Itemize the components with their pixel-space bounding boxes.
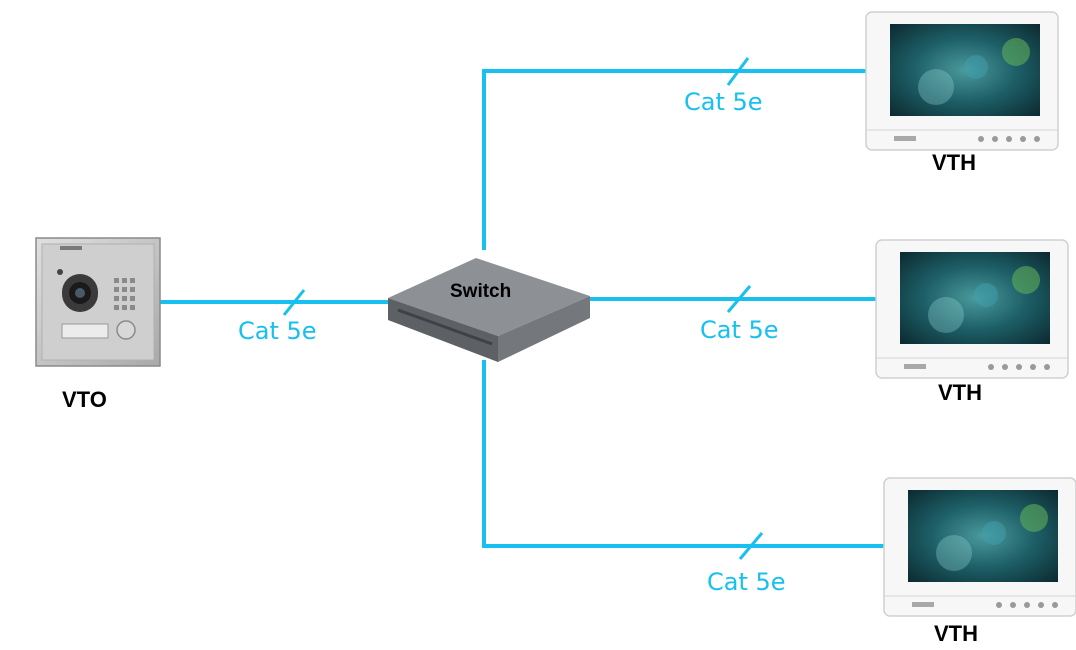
vth-label-top: VTH [932, 150, 976, 175]
indoor-monitor-icon [883, 477, 1076, 617]
cable-slash [726, 57, 750, 86]
cable-slash-marks [282, 57, 764, 560]
network-switch-icon [388, 258, 590, 362]
switch-label: Switch [450, 281, 511, 302]
vto-label: VTO [62, 387, 107, 412]
vth-label-middle: VTH [938, 380, 982, 405]
cable-label-vth-top: Cat 5e [684, 88, 763, 116]
indoor-monitor-icon [865, 11, 1059, 151]
cable-switch-vth-top [482, 69, 866, 250]
cable-label-vth-bottom: Cat 5e [707, 568, 786, 596]
cable-slash [726, 285, 752, 313]
cable-slash [282, 289, 306, 316]
vth-label-bottom: VTH [934, 621, 978, 646]
cable-label-vth-middle: Cat 5e [700, 316, 779, 344]
door-station-icon [35, 237, 161, 367]
cable-label-vto-switch: Cat 5e [238, 317, 317, 345]
indoor-monitor-icon [875, 239, 1069, 379]
cable-slash [738, 532, 764, 560]
cable-switch-vth-bottom [482, 360, 884, 548]
